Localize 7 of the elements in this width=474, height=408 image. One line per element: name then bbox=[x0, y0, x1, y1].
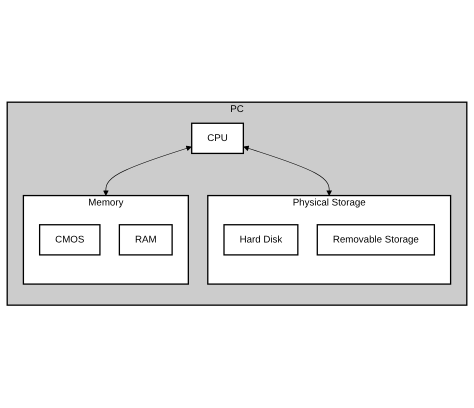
node-box: Removable Storage bbox=[316, 224, 436, 256]
node-box: Hard Disk bbox=[223, 224, 298, 256]
arrow bbox=[243, 146, 332, 196]
arrow bbox=[103, 146, 192, 196]
node-box: RAM bbox=[118, 224, 173, 256]
node-box: CPU bbox=[191, 122, 244, 154]
node-box: CMOS bbox=[38, 224, 101, 256]
